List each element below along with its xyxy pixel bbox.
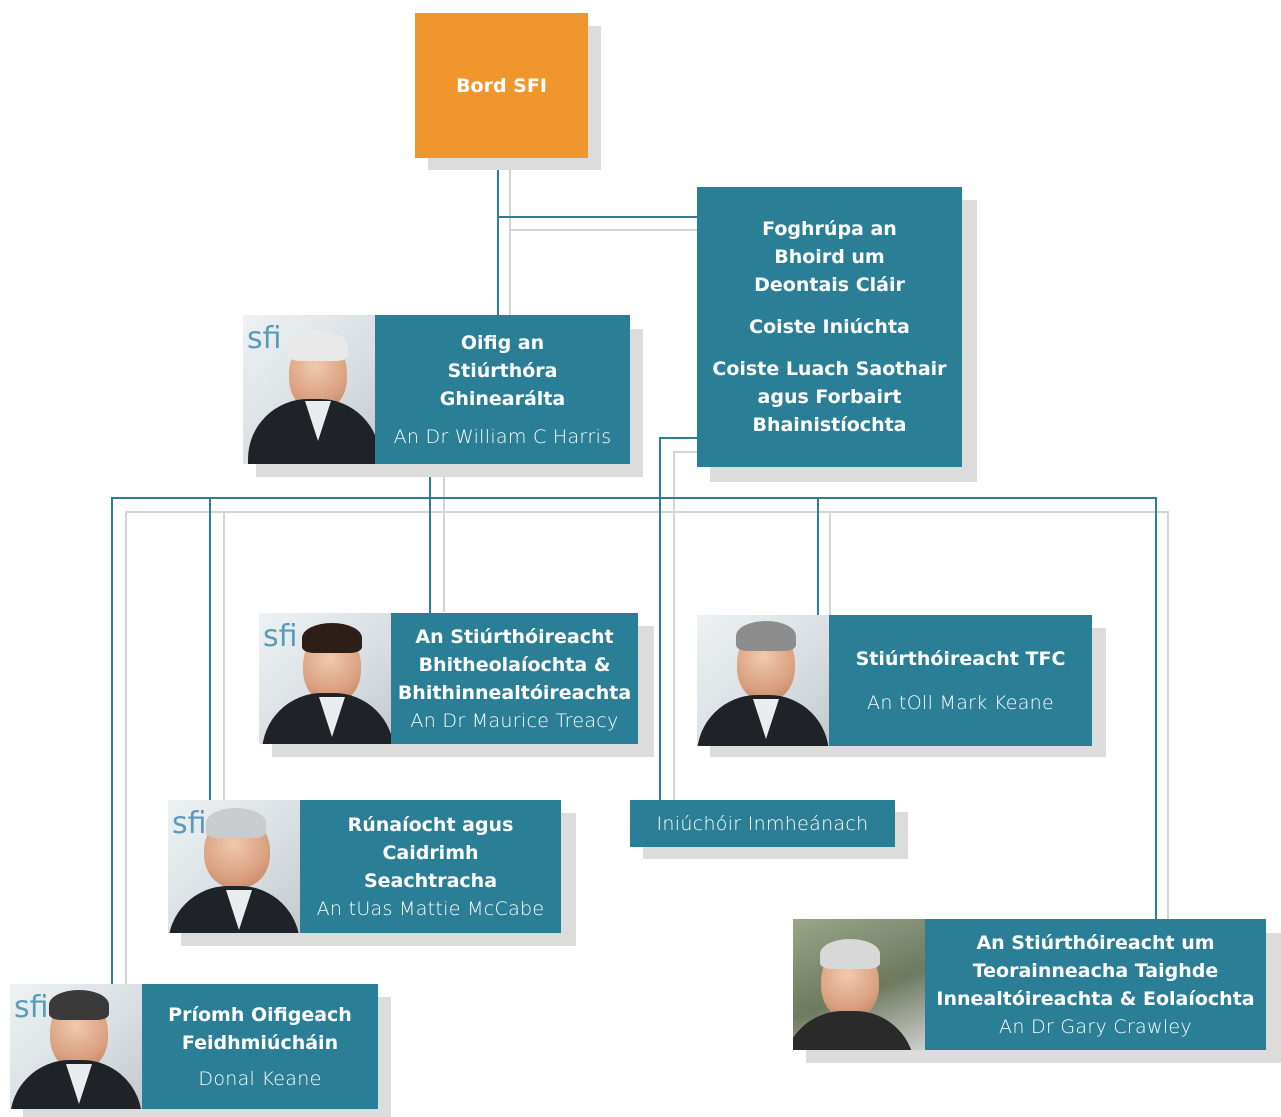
coo-photo: sfi [10, 984, 143, 1109]
ict-director-name: An tOll Mark Keane [867, 691, 1054, 714]
engineering-directorate-box: An Stiúrthóireacht um Teorainneacha Taig… [925, 919, 1266, 1050]
internal-auditor-title: Iniúchóir Inmheánach [656, 812, 869, 835]
engineering-director-name: An Dr Gary Crawley [999, 1015, 1192, 1038]
coo-title: Príomh Oifigeach Feidhmiúcháin [168, 1003, 352, 1054]
secretariat-title: Rúnaíocht agus Caidrimh Seachtracha [347, 813, 514, 892]
secretariat-box: Rúnaíocht agus Caidrimh Seachtracha An t… [300, 800, 561, 933]
biology-directorate-box: An Stiúrthóireacht Bhitheolaíochta & Bhi… [391, 613, 638, 744]
coo-name: Donal Keane [198, 1067, 322, 1090]
board-box: Bord SFI [415, 13, 588, 158]
engineering-director-photo [793, 919, 926, 1050]
internal-auditor-box: Iniúchóir Inmheánach [630, 800, 895, 847]
ict-director-photo [697, 615, 830, 746]
subcommittee-grants: Foghrúpa an Bhoird um Deontais Cláir [754, 218, 905, 296]
sfi-logo: sfi [14, 990, 49, 1025]
biology-director-name: An Dr Maurice Treacy [410, 709, 619, 732]
sfi-logo: sfi [247, 321, 282, 356]
subcommittee-remuneration: Coiste Luach Saothair agus Forbairt Bhai… [712, 358, 947, 436]
director-general-photo: sfi [243, 315, 376, 464]
engineering-directorate-title: An Stiúrthóireacht um Teorainneacha Taig… [936, 931, 1255, 1010]
director-general-title: Oifig an Stiúrthóra Ghinearálta [439, 331, 566, 410]
director-general-name: An Dr William C Harris [393, 425, 612, 448]
ict-directorate-title: Stiúrthóireacht TFC [855, 647, 1066, 670]
sfi-logo: sfi [172, 806, 207, 841]
secretariat-name: An tUas Mattie McCabe [316, 897, 545, 920]
director-general-box: Oifig an Stiúrthóra Ghinearálta An Dr Wi… [375, 315, 630, 464]
board-title: Bord SFI [456, 74, 547, 97]
subcommittee-audit: Coiste Iniúchta [749, 316, 910, 338]
sfi-logo: sfi [263, 619, 298, 654]
secretariat-director-photo: sfi [168, 800, 301, 933]
biology-director-photo: sfi [259, 613, 392, 744]
coo-box: Príomh Oifigeach Feidhmiúcháin Donal Kea… [142, 984, 378, 1109]
subcommittees-box: Foghrúpa an Bhoird um Deontais Cláir Coi… [697, 187, 962, 467]
biology-directorate-title: An Stiúrthóireacht Bhitheolaíochta & Bhi… [397, 625, 632, 704]
ict-directorate-box: Stiúrthóireacht TFC An tOll Mark Keane [829, 615, 1092, 746]
